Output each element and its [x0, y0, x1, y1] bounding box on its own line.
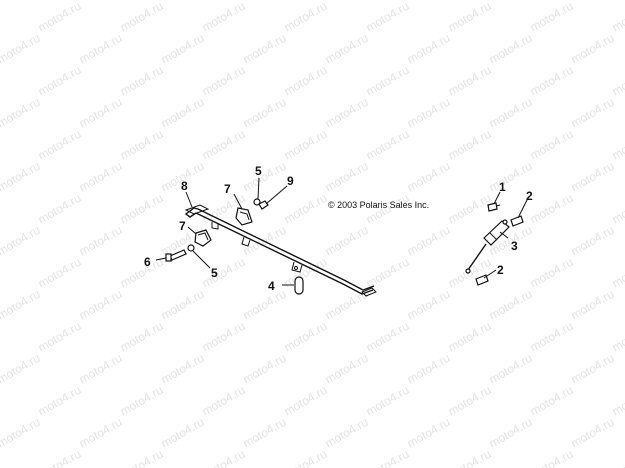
part-7-lower-clamp: [187, 226, 212, 247]
part-5-upper-washer: [253, 177, 261, 206]
rod-bracket-3: [291, 261, 303, 273]
callout-9: 9: [287, 174, 294, 188]
callout-1: 1: [499, 180, 506, 194]
part-1-screw: [487, 191, 501, 212]
callout-4: 4: [268, 279, 275, 293]
part-9-nut: [258, 185, 288, 210]
rod-assembly: [184, 204, 377, 297]
callout-8: 8: [181, 179, 188, 193]
callout-7-lower: 7: [179, 219, 186, 233]
part-3-gas-strut: [465, 219, 510, 274]
rod-bracket-1: [211, 222, 219, 230]
part-6-bolt: [155, 249, 187, 262]
copyright-text: © 2003 Polaris Sales Inc.: [328, 200, 429, 210]
callout-6: 6: [144, 255, 151, 269]
callout-5-upper: 5: [255, 164, 262, 178]
part-2-upper-pin: [510, 197, 529, 227]
part-8-leader: [185, 191, 193, 208]
callout-5-lower: 5: [211, 266, 218, 280]
part-4-sleeve: [282, 276, 304, 295]
callout-7-upper: 7: [224, 182, 231, 196]
callout-2-upper: 2: [526, 189, 533, 203]
rod-part: [195, 212, 374, 295]
part-2-lower-pin: [475, 269, 497, 286]
part-5-lower-washer: [187, 244, 211, 269]
callout-3: 3: [511, 239, 518, 253]
part-7-upper-clamp: [233, 193, 253, 226]
callout-2-lower: 2: [497, 263, 504, 277]
rod-bracket-2: [241, 236, 251, 247]
